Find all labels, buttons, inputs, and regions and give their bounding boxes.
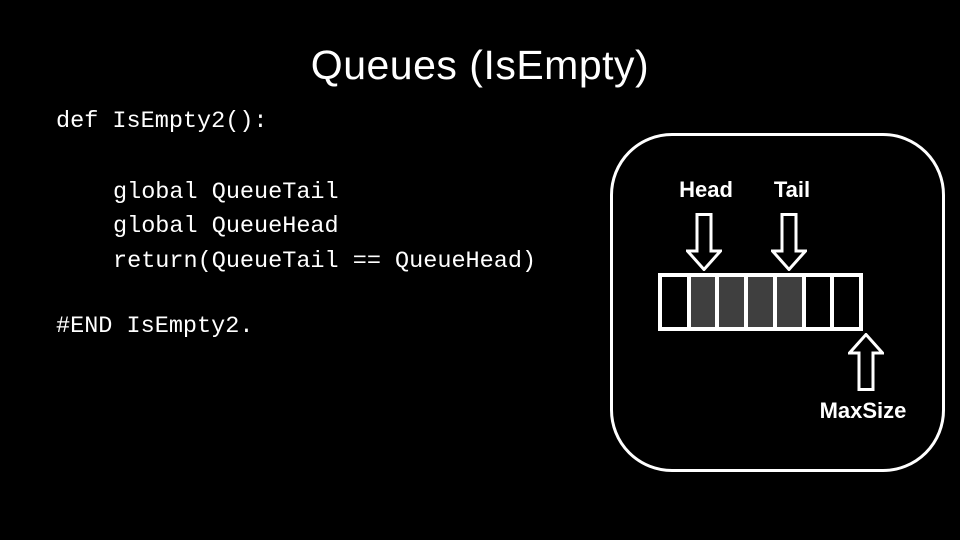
- queue-diagram: Head Tail MaxSize: [610, 133, 945, 472]
- queue-cell-filled: [719, 277, 745, 327]
- queue-cell-filled: [748, 277, 773, 327]
- queue-cell-empty: [805, 277, 831, 327]
- queue-array: [658, 273, 863, 331]
- code-line-global-head: global QueueHead: [113, 213, 339, 240]
- queue-cell-filled: [690, 277, 716, 327]
- queue-cell-empty: [834, 277, 860, 327]
- head-pointer-label: Head: [679, 177, 733, 202]
- queue-cell-empty: [662, 277, 687, 327]
- tail-pointer-label: Tail: [773, 177, 811, 202]
- tail-down-arrow-icon: [771, 213, 807, 271]
- queue-cell-filled: [776, 277, 802, 327]
- code-line-end: #END IsEmpty2.: [56, 313, 254, 340]
- head-down-arrow-icon: [686, 213, 722, 271]
- maxsize-up-arrow-icon: [848, 333, 884, 391]
- code-line-return: return(QueueTail == QueueHead): [113, 248, 537, 275]
- code-line-global-tail: global QueueTail: [113, 179, 339, 206]
- code-line-def: def IsEmpty2():: [56, 108, 268, 135]
- maxsize-label: MaxSize: [819, 398, 907, 423]
- slide-title: Queues (IsEmpty): [310, 42, 650, 88]
